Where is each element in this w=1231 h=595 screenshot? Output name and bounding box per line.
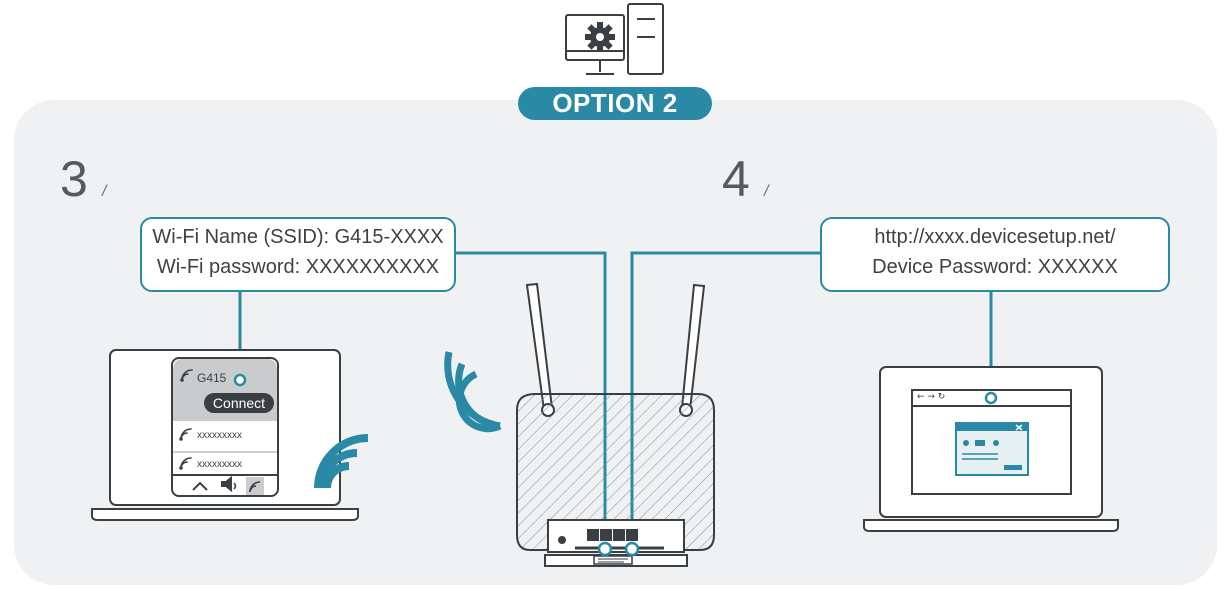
setup-url-text: http://xxxx.devicesetup.net/	[874, 226, 1116, 248]
taskbar-icons	[192, 475, 264, 495]
wifi-credentials-callout: Wi-Fi Name (SSID): G415-XXXX Wi-Fi passw…	[140, 217, 456, 292]
wifi-password-text: Wi-Fi password: XXXXXXXXXX	[156, 256, 440, 278]
step-number-4: 4	[722, 151, 750, 207]
wifi-icon-large	[314, 434, 369, 489]
step-slash-4: /	[764, 183, 769, 200]
network-item[interactable]: xxxxxxxxx	[197, 459, 242, 470]
network-name-g415[interactable]: G415	[197, 371, 227, 385]
wifi-ssid-text: Wi-Fi Name (SSID): G415-XXXX	[152, 226, 444, 248]
step-number-3: 3	[60, 151, 88, 207]
network-item[interactable]: xxxxxxxxx	[197, 430, 242, 441]
browser-window	[911, 389, 1072, 495]
step-slash-3: /	[102, 183, 107, 200]
port-markers	[597, 541, 640, 557]
browser-nav-icons[interactable]: ← → ↻	[917, 392, 946, 402]
router-icon	[516, 282, 715, 567]
wifi-popup	[171, 357, 279, 497]
option-badge: OPTION 2	[518, 87, 712, 120]
gear-icon	[585, 22, 615, 52]
router-wifi-signal	[444, 351, 502, 433]
connect-button[interactable]: Connect	[212, 395, 266, 411]
device-password-text: Device Password: XXXXXX	[872, 256, 1118, 278]
web-setup-callout: http://xxxx.devicesetup.net/ Device Pass…	[820, 217, 1170, 292]
